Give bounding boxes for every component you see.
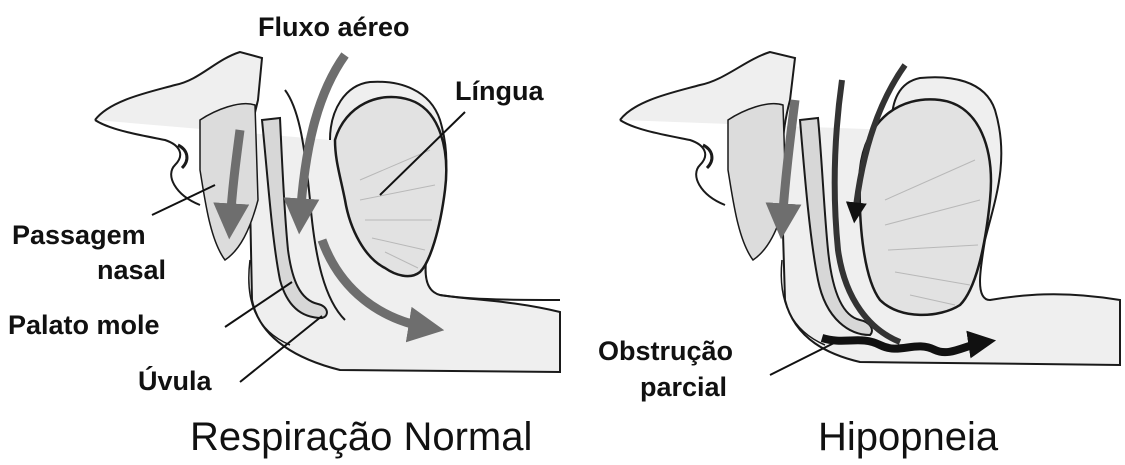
hypopnea-illustration [620, 52, 1120, 375]
nasal-region-right [728, 104, 786, 260]
obstruction-leader-line [770, 340, 840, 375]
label-tongue: Língua [455, 76, 544, 107]
nasal-passage-region [200, 104, 258, 260]
label-airflow: Fluxo aéreo [258, 12, 410, 43]
label-nasal-passage-line2: nasal [97, 255, 166, 286]
label-uvula: Úvula [138, 366, 212, 397]
caption-normal-breathing: Respiração Normal [190, 414, 532, 460]
label-nasal-passage-line1: Passagem [12, 220, 146, 251]
caption-hypopnea: Hipopneia [818, 414, 998, 460]
label-obstruction-line1: Obstrução [598, 336, 733, 367]
label-obstruction-line2: parcial [640, 372, 727, 403]
label-soft-palate: Palato mole [8, 310, 160, 341]
tongue-relaxed [860, 99, 991, 315]
